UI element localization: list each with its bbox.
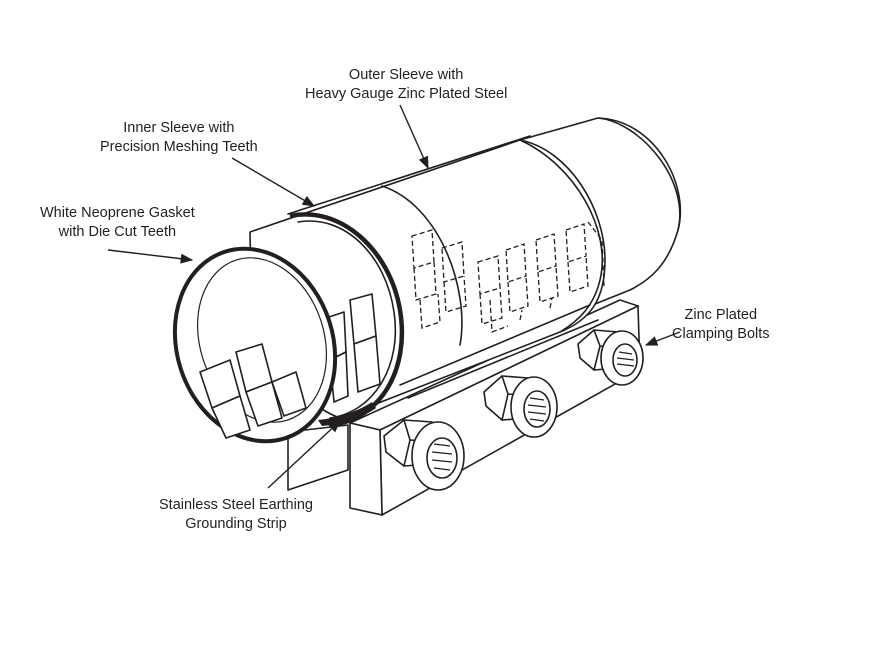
leader-outer-sleeve [399,104,429,170]
label-inner-sleeve-line1: Inner Sleeve with [123,120,235,136]
leader-bolts [644,331,681,346]
label-bolts-line2: Clamping Bolts [672,326,770,342]
label-outer-sleeve-line2: Heavy Gauge Zinc Plated Steel [305,86,508,102]
clamping-bolt-1 [383,419,465,491]
gasket [172,246,338,444]
label-gasket: White Neoprene Gasket with Die Cut Teeth [40,204,195,242]
leader-inner-sleeve [231,157,316,207]
label-inner-sleeve-line2: Precision Meshing Teeth [100,139,258,155]
label-bolts-line1: Zinc Plated [684,307,758,323]
label-strip: Stainless Steel Earthing Grounding Strip [159,496,313,534]
label-strip-line2: Grounding Strip [185,516,287,532]
grounding-strip [318,402,376,426]
clamping-bolt-3 [577,329,644,386]
label-gasket-line2: with Die Cut Teeth [58,224,177,240]
leader-strip [267,420,341,489]
label-outer-sleeve: Outer Sleeve with Heavy Gauge Zinc Plate… [305,66,507,104]
label-bolts: Zinc Plated Clamping Bolts [672,306,770,344]
leader-lines [107,104,681,489]
label-inner-sleeve: Inner Sleeve with Precision Meshing Teet… [100,119,258,157]
leader-gasket [107,249,194,264]
label-outer-sleeve-line1: Outer Sleeve with [348,67,464,83]
label-gasket-line1: White Neoprene Gasket [40,205,195,221]
label-strip-line1: Stainless Steel Earthing [159,497,313,513]
clamping-bolt-2 [483,375,558,438]
